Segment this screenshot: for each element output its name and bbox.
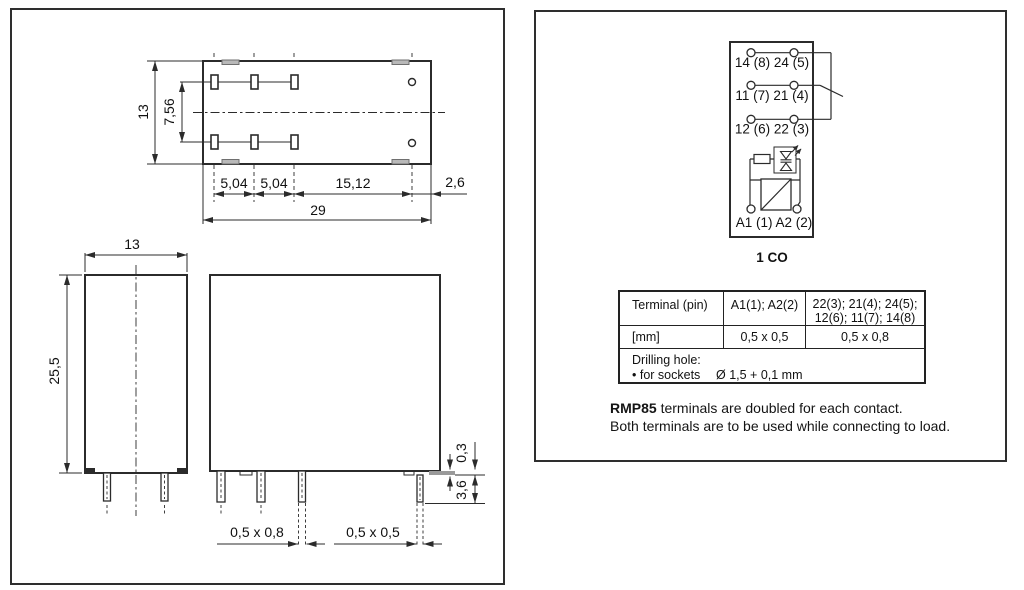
relay-top-view: 13 7,56 5,04 5,04 15,12 2,6 29 bbox=[135, 53, 467, 224]
terminal-notes: RMP85 terminals are doubled for each con… bbox=[610, 400, 950, 435]
dim-pin-length: 3,6 bbox=[453, 480, 469, 500]
note-line-1: RMP85 terminals are doubled for each con… bbox=[610, 400, 903, 416]
dim-front-height: 25,5 bbox=[46, 357, 62, 384]
table-cell-coil-terminals: A1(1); A2(2) bbox=[724, 292, 806, 326]
dim-pin-large: 0,5 x 0,8 bbox=[230, 524, 284, 540]
connection-diagram-panel: 14 (8) 24 (5) 11 (7) 21 (4) 12 (6) 22 (3… bbox=[534, 10, 1007, 462]
coil-symbol bbox=[760, 178, 792, 211]
dim-top-height: 13 bbox=[135, 104, 151, 120]
relay-front-view: 13 25,5 bbox=[46, 236, 188, 516]
case-foot bbox=[177, 468, 186, 473]
terminal-circles bbox=[746, 48, 802, 214]
case-bump bbox=[403, 470, 415, 476]
table-cell-contact-size: 0,5 x 0,8 bbox=[806, 326, 924, 349]
dim-edge-margin: 2,6 bbox=[445, 174, 465, 190]
terminal-row1-label: 14 (8) 24 (5) bbox=[735, 55, 809, 70]
case-step bbox=[429, 471, 455, 475]
contact-config-caption: 1 CO bbox=[756, 250, 788, 265]
table-header-mm: [mm] bbox=[620, 326, 724, 349]
case-foot bbox=[86, 468, 95, 473]
led-symbol bbox=[773, 145, 802, 174]
relay-schematic: 14 (8) 24 (5) 11 (7) 21 (4) 12 (6) 22 (3… bbox=[729, 41, 844, 265]
table-cell-contact-terminals: 22(3); 21(4); 24(5); 12(6); 11(7); 14(8) bbox=[806, 292, 924, 326]
case-notch bbox=[391, 159, 410, 165]
case-notch bbox=[221, 59, 240, 65]
table-header-terminal: Terminal (pin) bbox=[620, 292, 724, 326]
case-bump bbox=[239, 470, 253, 476]
dimension-drawing-panel: 13 7,56 5,04 5,04 15,12 2,6 29 13 25,5 bbox=[10, 8, 505, 585]
dim-pin-row-spacing: 7,56 bbox=[161, 98, 177, 125]
relay-side-view: 0,3 3,6 0,5 x 0,8 0,5 x 0,5 bbox=[209, 274, 485, 547]
coil-terminals-label: A1 (1) A2 (2) bbox=[736, 215, 813, 230]
dim-top-width: 29 bbox=[310, 202, 326, 218]
terminal-spec-table: Terminal (pin) A1(1); A2(2) 22(3); 21(4)… bbox=[618, 290, 926, 384]
drilling-hole-value: Ø 1,5 + 0,1 mm bbox=[716, 368, 803, 382]
dimension-drawing: 13 7,56 5,04 5,04 15,12 2,6 29 13 25,5 bbox=[46, 53, 485, 547]
dim-pitch-1: 5,04 bbox=[220, 175, 247, 191]
resistor-symbol bbox=[753, 153, 771, 165]
terminal-row2-label: 11 (7) 21 (4) bbox=[735, 88, 808, 103]
product-name: RMP85 bbox=[610, 400, 657, 416]
dim-pitch-3: 15,12 bbox=[335, 175, 370, 191]
coil-circuit bbox=[749, 145, 802, 211]
dim-step: 0,3 bbox=[453, 443, 469, 463]
terminal-row3-label: 12 (6) 22 (3) bbox=[735, 122, 809, 137]
case-notch bbox=[221, 159, 240, 165]
terminal-pads bbox=[210, 74, 299, 150]
dim-front-width: 13 bbox=[124, 236, 140, 252]
schematic-frame bbox=[729, 41, 814, 238]
mount-hole bbox=[407, 138, 417, 148]
contact-schematic: 14 (8) 24 (5) 11 (7) 21 (4) 12 (6) 22 (3… bbox=[729, 41, 844, 265]
mount-hole bbox=[407, 77, 417, 87]
table-cell-coil-size: 0,5 x 0,5 bbox=[724, 326, 806, 349]
note-line-2: Both terminals are to be used while conn… bbox=[610, 417, 951, 434]
dim-pitch-2: 5,04 bbox=[260, 175, 287, 191]
dim-pin-small: 0,5 x 0,5 bbox=[346, 524, 400, 540]
case-notch bbox=[391, 59, 410, 65]
